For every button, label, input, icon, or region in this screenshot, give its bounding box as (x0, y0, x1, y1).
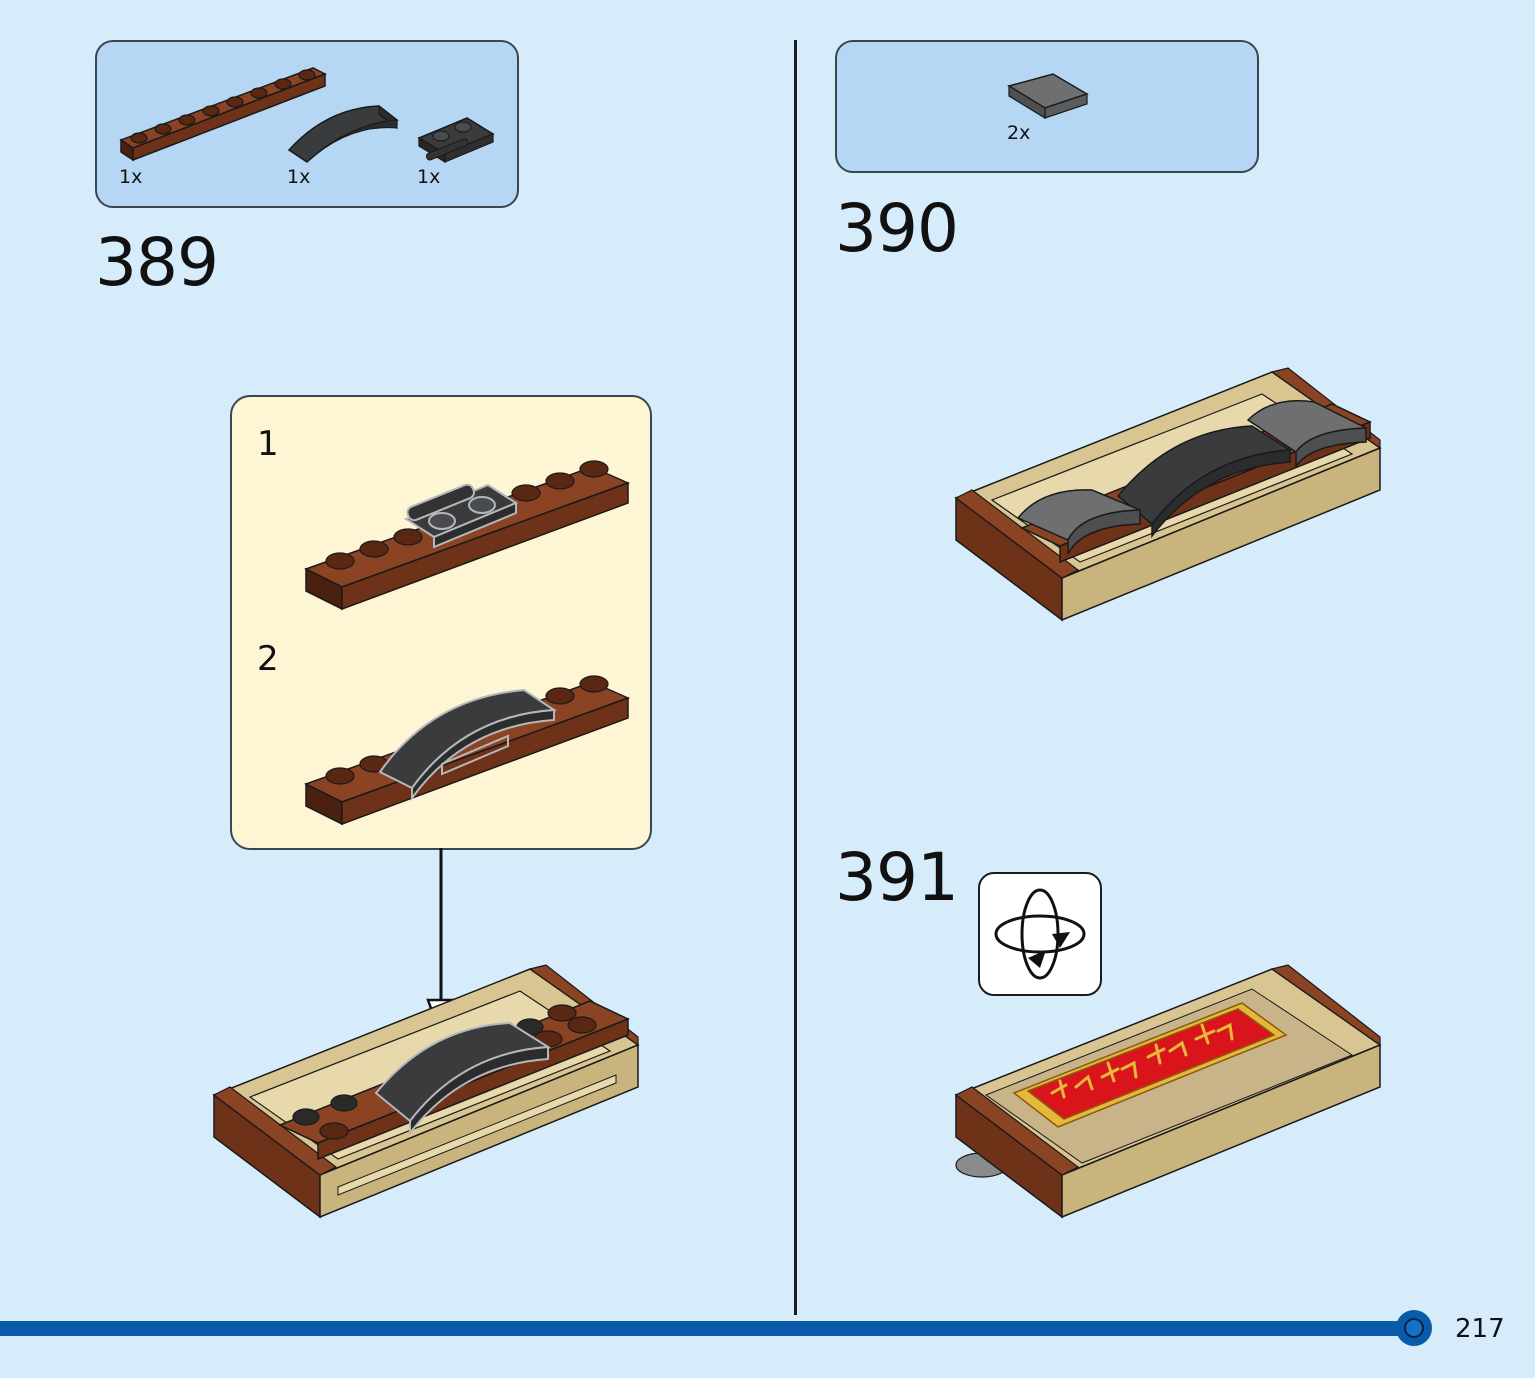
step-number-390: 390 (835, 190, 959, 267)
parts-callout-389: 1x 1x 1x (95, 40, 519, 208)
step-391-model-image (954, 964, 1382, 1219)
column-divider (794, 40, 797, 1315)
step-389-model-image (212, 964, 640, 1219)
substep-number-1: 1 (257, 424, 279, 464)
black-curved-slope-image (287, 104, 399, 163)
step-number-391: 391 (835, 839, 959, 916)
part-qty-389-2: 1x (287, 166, 311, 188)
substep-2-assembly-image (304, 675, 631, 826)
footer-page-marker-inner (1404, 1318, 1424, 1338)
part-qty-389-3: 1x (417, 166, 441, 188)
substep-number-2: 2 (257, 639, 279, 679)
step-number-389: 389 (95, 224, 219, 301)
part-qty-389-1: 1x (119, 166, 143, 188)
part-qty-390-1: 2x (1007, 122, 1031, 144)
parts-callout-390: 2x (835, 40, 1259, 173)
black-clip-plate-image (417, 117, 495, 164)
brown-plate-1x8-image (119, 67, 327, 162)
footer-page-marker (1396, 1310, 1432, 1346)
step-390-model-image (954, 367, 1382, 622)
page-number: 217 (1455, 1314, 1505, 1344)
footer-bar (0, 1321, 1410, 1336)
rotate-model-icon (994, 888, 1086, 980)
substep-1-assembly-image (304, 460, 631, 611)
rotate-callout (978, 872, 1102, 996)
substep-callout: 1 2 (230, 395, 652, 850)
grey-curved-slope-image (1007, 73, 1089, 120)
